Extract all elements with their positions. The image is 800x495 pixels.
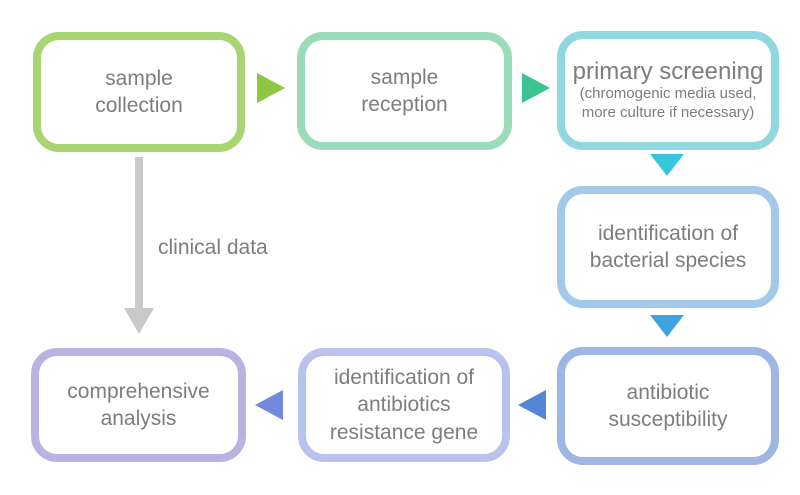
node-label: sample collection [95, 66, 183, 117]
node-label: sample reception [361, 65, 448, 116]
node-identification-of-bacterial-species: identification of bacterial species [557, 186, 779, 308]
arrow-left-icon [255, 390, 283, 420]
arrow-right-icon [257, 73, 285, 103]
node-label: antibiotic susceptibility [608, 380, 728, 431]
node-sample-reception: sample reception [297, 32, 512, 150]
arrow-down-icon [650, 154, 684, 176]
node-label: identification of bacterial species [589, 221, 747, 272]
node-label: primary screening [572, 57, 764, 85]
clinical-data-arrow-head-icon [124, 308, 154, 334]
node-comprehensive-analysis: comprehensive analysis [31, 348, 246, 462]
clinical-data-label: clinical data [158, 236, 268, 259]
clinical-data-arrow-line [135, 157, 143, 309]
node-primary-screening: primary screening (chromogenic media use… [557, 31, 779, 150]
node-note: (chromogenic media used, more culture if… [579, 84, 757, 121]
arrow-left-icon [518, 390, 546, 420]
node-label: identification of antibiotics resistance… [329, 366, 479, 444]
node-label: comprehensive analysis [67, 379, 210, 430]
node-antibiotic-susceptibility: antibiotic susceptibility [557, 347, 779, 465]
node-sample-collection: sample collection [33, 32, 245, 152]
node-identification-of-antibiotics-resistance-gene: identification of antibiotics resistance… [298, 348, 510, 462]
arrow-down-icon [650, 315, 684, 337]
arrow-right-icon [522, 73, 550, 103]
